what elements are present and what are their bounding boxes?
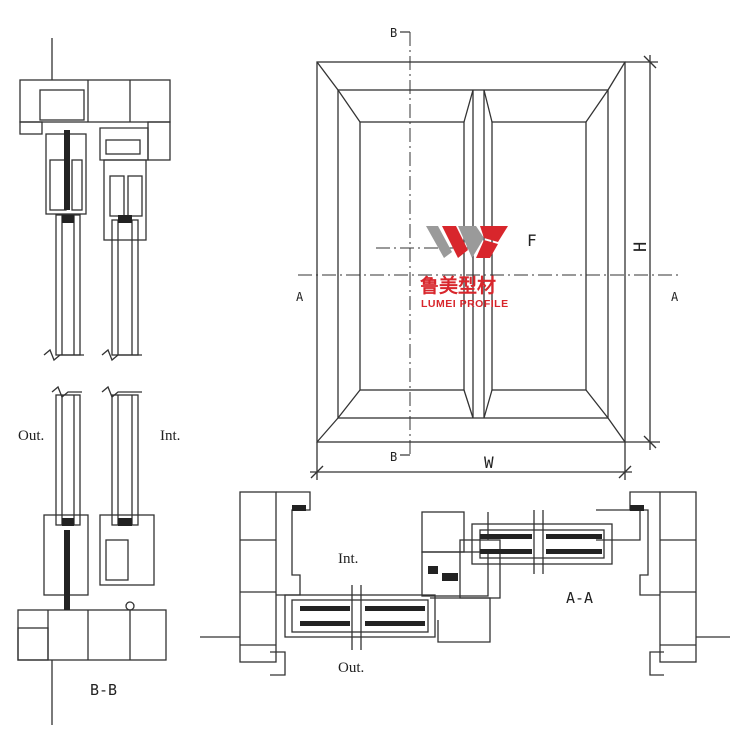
section-bb-label: B-B: [90, 681, 117, 699]
lumei-logo-mark: [426, 226, 508, 258]
int-label-left: Int.: [160, 428, 180, 444]
logo-english-text: LUMEI PROFILE: [421, 298, 509, 310]
section-bb-glass: [62, 130, 132, 610]
section-aa-glass: [292, 505, 644, 626]
section-b-top-label: B: [390, 26, 397, 40]
elevation-drawing: [310, 55, 660, 480]
section-bb-drawing: [17, 38, 171, 725]
height-marker-label: H: [631, 242, 651, 252]
out-label-bottom: Out.: [338, 660, 364, 676]
section-b-bottom-label: B: [390, 450, 397, 464]
section-aa-label: A-A: [566, 589, 593, 607]
section-cut-ticks: [400, 31, 410, 456]
section-aa-drawing: [200, 491, 730, 676]
fixed-marker-label: F: [527, 231, 537, 250]
logo-chinese-text: 鲁美型材: [419, 274, 496, 297]
section-a-left-label: A: [296, 290, 304, 304]
lumei-logo: 鲁美型材 LUMEI PROFILE: [419, 226, 509, 310]
width-marker-label: W: [484, 453, 494, 472]
out-label-left: Out.: [18, 428, 44, 444]
section-a-right-label: A: [671, 290, 679, 304]
int-label-bottom: Int.: [338, 551, 358, 567]
